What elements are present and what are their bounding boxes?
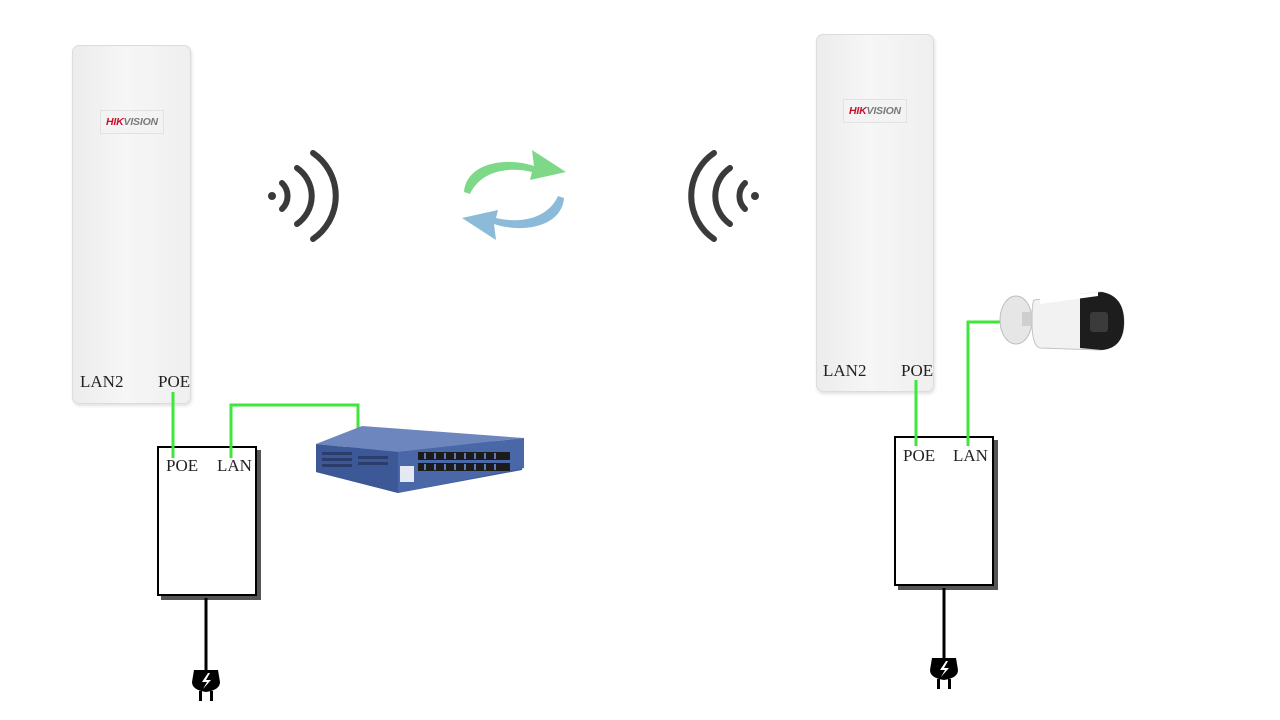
left-power-plug-icon [192,670,220,701]
right-cpe-poe-label: POE [901,361,934,380]
left-injector-poe-label: POE [166,456,199,475]
right-injector-lan-label: LAN [953,446,988,465]
sync-arrows-icon [462,150,566,240]
left-cpe-poe-label: POE [158,372,191,391]
network-switch-icon [316,426,524,493]
bullet-camera-icon [999,291,1125,351]
left-wifi-signal-icon [268,150,339,242]
right-injector-poe-label: POE [903,446,936,465]
right-wifi-signal-icon [688,150,759,242]
left-lan-to-switch-cable [229,403,360,458]
right-lan-to-camera-cable [966,320,1006,446]
left-poe-injector: POE LAN [157,446,257,596]
right-cpe-lan2-label: LAN2 [823,361,867,380]
left-injector-lan-label: LAN [217,456,252,475]
right-power-plug-icon [930,658,958,689]
left-cpe-lan2-label: LAN2 [80,372,124,391]
right-poe-injector: POE LAN [894,436,994,586]
